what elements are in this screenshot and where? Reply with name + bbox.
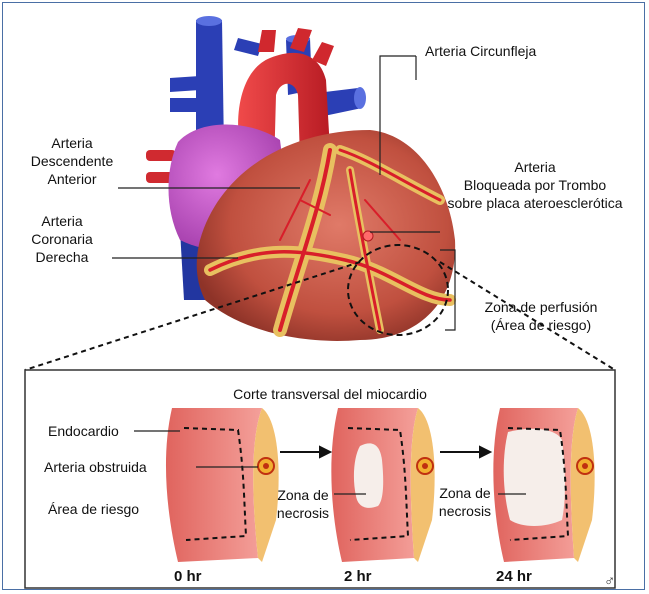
label-area-riesgo: Área de riesgo xyxy=(48,500,139,518)
label-arteria-obstruida: Arteria obstruida xyxy=(44,458,147,476)
corner-symbol: ♂ xyxy=(604,573,615,590)
time-label-2hr: 2 hr xyxy=(344,568,372,585)
label-arteria-circunfleja: Arteria Circunfleja xyxy=(425,42,536,60)
tissue-slice-24hr xyxy=(493,408,594,562)
tissue-slice-2hr xyxy=(331,408,434,562)
time-label-0hr: 0 hr xyxy=(174,568,202,585)
time-label-24hr: 24 hr xyxy=(496,568,532,585)
label-coronaria-derecha: Arteria Coronaria Derecha xyxy=(20,212,104,266)
label-endocardio: Endocardio xyxy=(48,422,119,440)
panel-title: Corte transversal del miocardio xyxy=(200,385,460,403)
label-bloqueada: Arteria Bloqueada por Trombo sobre placa… xyxy=(430,158,640,212)
label-necrosis-24hr: Zona de necrosis xyxy=(430,484,500,520)
tissue-slice-0hr xyxy=(166,408,279,562)
label-zona-perfusion: Zona de perfusión (Área de riesgo) xyxy=(466,298,616,334)
label-descendente: Arteria Descendente Anterior xyxy=(22,134,122,188)
label-necrosis-2hr: Zona de necrosis xyxy=(268,486,338,522)
